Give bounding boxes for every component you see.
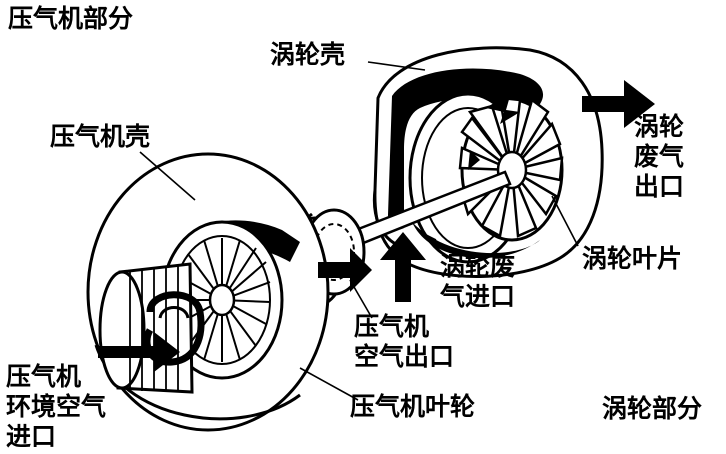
label-turbine-exhaust-inlet: 涡轮废 气进口 (440, 252, 515, 312)
label-turbine-exhaust-outlet: 涡轮 废气 出口 (634, 112, 684, 202)
label-turbine-housing: 涡轮壳 (270, 40, 346, 69)
label-turbine-section: 涡轮部分 (602, 394, 703, 423)
label-turbine-exhaust-outlet-line-2: 废气 (634, 142, 685, 171)
label-turbine-exhaust-outlet-line-1: 涡轮 (634, 112, 685, 141)
label-compressor-air-outlet-line-1: 压气机 (354, 312, 430, 341)
label-compressor-ambient-inlet-line-1: 压气机 (6, 362, 82, 391)
label-compressor-section: 压气机部分 (8, 4, 134, 33)
leader-lines (139, 61, 579, 401)
label-turbine-blades: 涡轮叶片 (582, 244, 683, 273)
label-compressor-ambient-inlet: 压气机 环境空气 进口 (6, 362, 106, 452)
flow-arrows (98, 80, 655, 372)
label-compressor-ambient-inlet-line-3: 进口 (6, 422, 57, 451)
label-compressor-air-outlet-line-2: 空气出口 (354, 342, 455, 371)
compressor-inlet (98, 262, 205, 394)
label-turbine-exhaust-inlet-line-2: 气进口 (440, 282, 516, 311)
label-compressor-housing: 压气机壳 (50, 122, 151, 151)
label-compressor-ambient-inlet-line-2: 环境空气 (6, 392, 107, 421)
label-compressor-air-outlet: 压气机 空气出口 (354, 312, 454, 372)
label-turbine-exhaust-inlet-line-1: 涡轮废 (440, 252, 516, 281)
label-turbine-exhaust-outlet-line-3: 出口 (634, 172, 685, 201)
label-compressor-impeller: 压气机叶轮 (350, 392, 476, 421)
